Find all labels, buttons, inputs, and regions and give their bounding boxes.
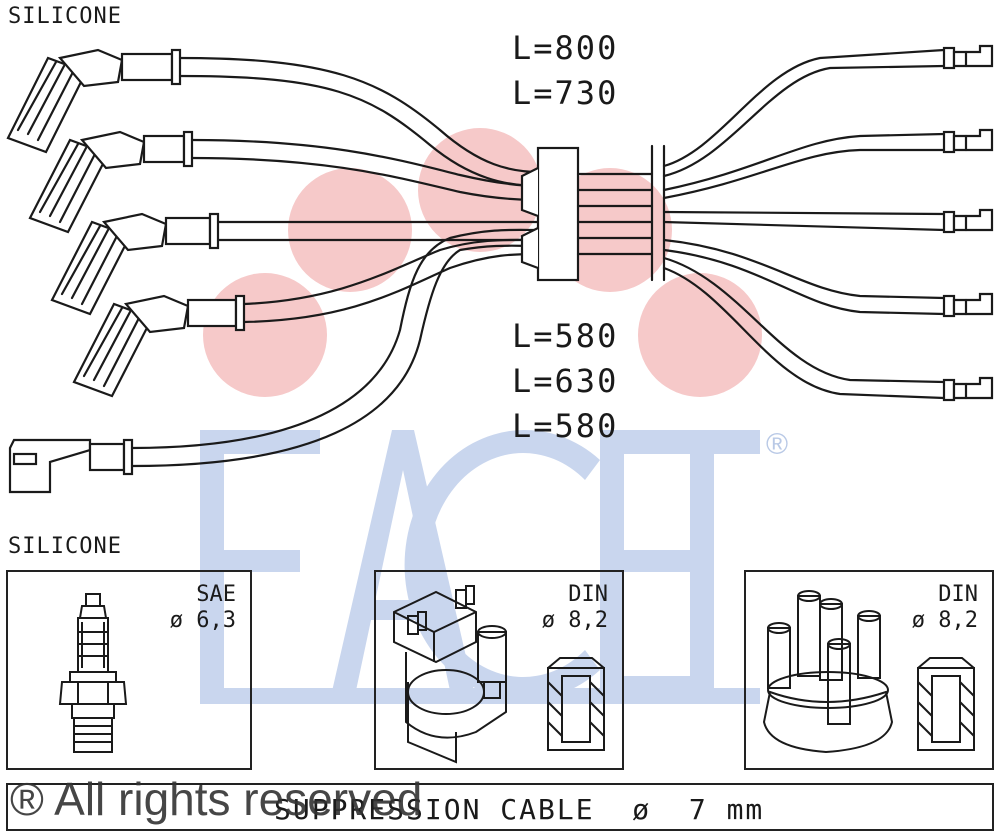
- length-label-top-1: L=800: [512, 29, 619, 67]
- ignition-coil-icon: [393, 585, 605, 764]
- spec-standard: DIN: [568, 582, 608, 607]
- spec-diameter: ø 8,2: [911, 608, 978, 633]
- copyright-watermark: ® All rights reserved: [10, 773, 423, 825]
- left-coil-boot: [8, 228, 542, 494]
- spec-standard: SAE: [196, 582, 236, 607]
- distributor-cap-spec: DIN ø 8,2: [912, 582, 978, 634]
- right-terminal-5: [942, 376, 994, 402]
- registered-mark: ®: [766, 428, 789, 461]
- spark-plug-panel: SAE ø 6,3: [6, 570, 252, 770]
- spark-plug-icon: [58, 593, 128, 753]
- spec-standard: DIN: [938, 582, 978, 607]
- suppression-cable-footer: SUPPRESSION CABLE ø 7 mm: [6, 783, 994, 831]
- cable-separator: [520, 144, 666, 282]
- left-boot-1: [6, 48, 542, 188]
- top-material-label: SILICONE: [8, 4, 122, 29]
- spec-diameter: ø 6,3: [169, 608, 236, 633]
- cap-boot-section: [917, 657, 975, 751]
- left-boot-4: [72, 238, 542, 398]
- right-terminal-1: [942, 44, 994, 70]
- bottom-material-label: SILICONE: [8, 534, 122, 559]
- length-label-bottom-3: L=580: [512, 407, 619, 445]
- spec-diameter: ø 8,2: [541, 608, 608, 633]
- right-cables: [662, 48, 946, 400]
- watermark-letters: [200, 430, 760, 704]
- right-terminal-4: [942, 292, 994, 318]
- right-terminal-2: [942, 128, 994, 154]
- ignition-coil-spec: DIN ø 8,2: [542, 582, 608, 634]
- spark-plug-spec: SAE ø 6,3: [170, 582, 236, 634]
- left-boot-2: [28, 130, 542, 234]
- length-label-top-2: L=730: [512, 74, 619, 112]
- left-boot-3: [50, 212, 542, 316]
- ignition-coil-panel: DIN ø 8,2: [374, 570, 624, 770]
- footer-text: SUPPRESSION CABLE ø 7 mm: [274, 793, 765, 826]
- distributor-cap-icon: [762, 590, 975, 754]
- length-label-bottom-2: L=630: [512, 362, 619, 400]
- right-terminal-3: [942, 208, 994, 234]
- coil-boot-section: [547, 657, 605, 751]
- length-label-bottom-1: L=580: [512, 317, 619, 355]
- distributor-cap-panel: DIN ø 8,2: [744, 570, 994, 770]
